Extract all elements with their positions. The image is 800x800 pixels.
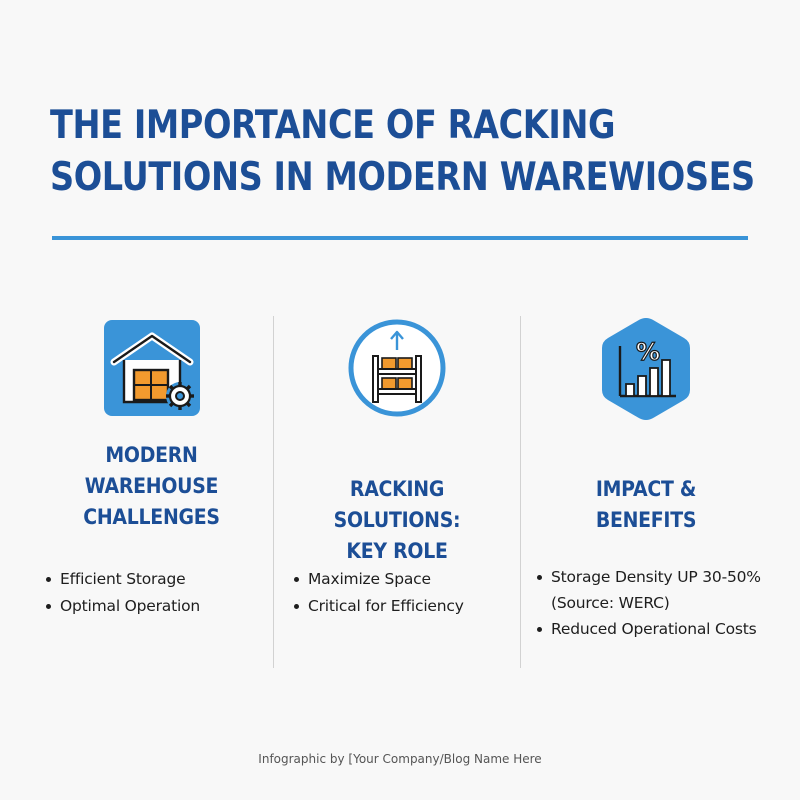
- racking-shelf-icon: [347, 318, 447, 418]
- warehouse-gear-icon: [103, 320, 200, 416]
- percent-bar-chart-icon: %: [598, 316, 694, 422]
- column-impact-benefits: % IMPACT & BENEFITS Storage Density UP 3…: [521, 316, 771, 668]
- footer-credit: Infographic by [Your Company/Blog Name H…: [258, 752, 542, 766]
- title-divider: [52, 236, 748, 240]
- list-item: Critical for Efficiency: [292, 593, 464, 620]
- bullet-list: Maximize Space Critical for Efficiency: [292, 566, 464, 620]
- bullet-list: Efficient Storage Optimal Operation: [44, 566, 200, 620]
- list-item: Storage Density UP 30-50%: [535, 564, 761, 590]
- list-item: Efficient Storage: [44, 566, 200, 593]
- list-item: Reduced Operational Costs: [535, 616, 761, 642]
- column-title: MODERN WAREHOUSE CHALLENGES: [83, 443, 220, 529]
- column-title: RACKING SOLUTIONS: KEY ROLE: [333, 477, 461, 563]
- column-modern-warehouse-challenges: MODERN WAREHOUSE CHALLENGES Efficient St…: [30, 316, 273, 668]
- column-title: IMPACT & BENEFITS: [595, 477, 697, 532]
- list-item: Maximize Space: [292, 566, 464, 593]
- column-divider-2: [520, 316, 521, 668]
- page-title-line-2: SOLUTIONS IN MODERN WAREWIOSES: [50, 155, 755, 200]
- list-item-continuation: (Source: WERC): [551, 594, 670, 612]
- bullet-list: Storage Density UP 30-50% (Source: WERC)…: [535, 564, 761, 642]
- percent-label: %: [636, 338, 660, 366]
- column-racking-solutions-key-role: RACKING SOLUTIONS: KEY ROLE Maximize Spa…: [274, 316, 520, 668]
- page-title-line-1: THE IMPORTANCE OF RACKING: [50, 103, 616, 148]
- column-divider-1: [273, 316, 274, 668]
- list-item: Optimal Operation: [44, 593, 200, 620]
- page-title: THE IMPORTANCE OF RACKING SOLUTIONS IN M…: [50, 100, 755, 204]
